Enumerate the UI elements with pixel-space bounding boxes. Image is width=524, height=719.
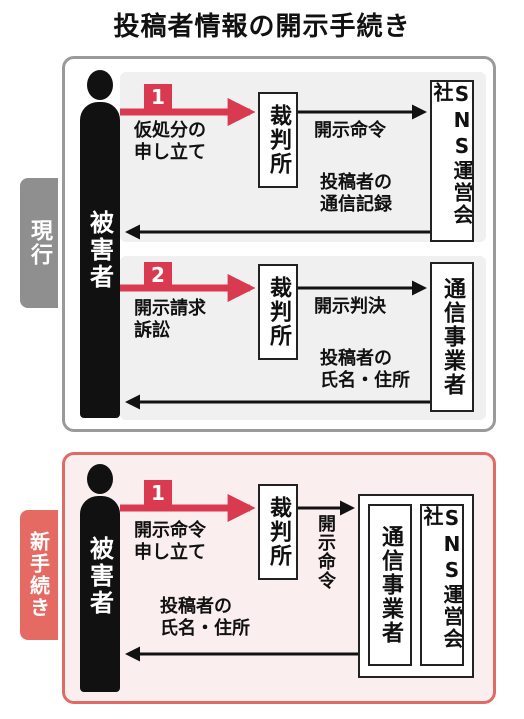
victim-head-icon	[87, 70, 113, 100]
current-step2-action: 開示請求 訴訟	[134, 298, 206, 341]
current-victim-figure: 被害者	[80, 102, 120, 418]
new-step1-order: 開示命令	[315, 514, 336, 590]
new-step1-action: 開示命令 申し立て	[134, 520, 206, 563]
new-victim-figure: 被害者	[80, 496, 120, 692]
new-victim-label: 被害者	[85, 536, 114, 617]
current-step2-order: 開示判決	[314, 296, 386, 317]
current-step2-court: 裁判所	[258, 264, 298, 360]
new-step1-number: 1	[144, 480, 172, 506]
current-victim-label: 被害者	[85, 210, 114, 291]
current-step2-number: 2	[144, 262, 172, 288]
current-step1-number: 1	[144, 84, 172, 110]
new-step1-returned: 投稿者の 氏名・住所	[160, 596, 250, 639]
new-step1-target-b: SNS運営会社	[420, 504, 464, 666]
current-step2-returned: 投稿者の 氏名・住所	[320, 348, 410, 391]
current-step1-action: 仮処分の 申し立て	[134, 120, 206, 163]
page-title: 投稿者情報の開示手続き	[113, 12, 411, 42]
new-tab: 新手続き	[20, 510, 58, 640]
current-step1-target: SNS運営会社	[430, 80, 474, 242]
victim-head-icon	[87, 464, 113, 494]
current-step2-target: 通信事業者	[430, 262, 474, 412]
current-tab: 現行	[20, 178, 58, 308]
new-step1-target-a: 通信事業者	[368, 504, 412, 666]
current-step1-order: 開示命令	[314, 120, 386, 141]
current-step1-returned: 投稿者の 通信記録	[320, 172, 392, 215]
current-step1-area	[120, 72, 486, 242]
new-step1-court: 裁判所	[258, 484, 298, 580]
current-step1-court: 裁判所	[258, 92, 298, 188]
